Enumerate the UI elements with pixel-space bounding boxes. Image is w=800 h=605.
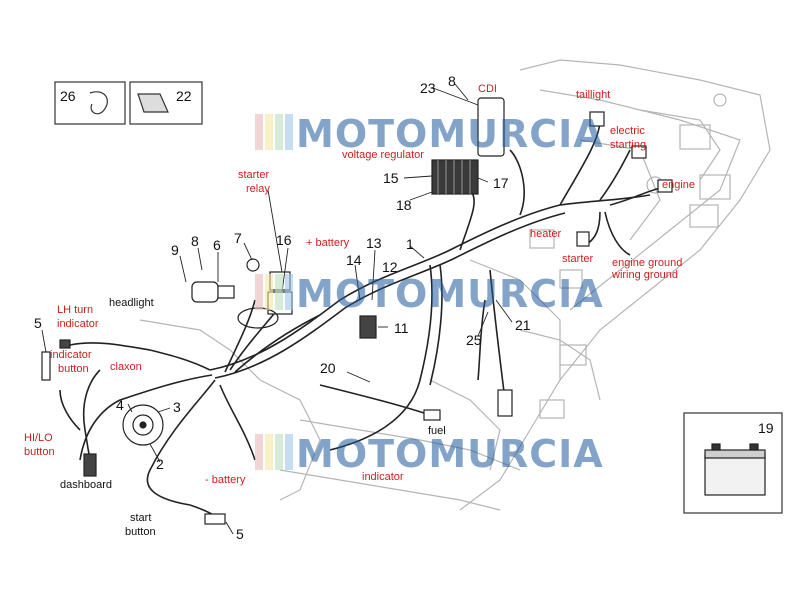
num-8-top: 8 (448, 73, 456, 89)
num-2: 2 (156, 456, 164, 472)
num-11: 11 (394, 320, 409, 336)
label-engine: engine (662, 179, 695, 191)
label-voltage-regulator: voltage regulator (342, 149, 424, 161)
clamp-part-26 (89, 91, 108, 115)
electric-starting-connector (631, 145, 647, 159)
num-7: 7 (234, 230, 242, 246)
label-taillight: taillight (576, 89, 610, 101)
clip-part-22 (137, 93, 169, 113)
label-electric: electric (610, 125, 645, 137)
num-22: 22 (176, 88, 192, 104)
label-claxon: claxon (110, 361, 142, 373)
label-starter: starter (562, 253, 594, 265)
label-engine-ground: engine ground (612, 257, 682, 269)
label-starting: starting (610, 139, 646, 151)
label-dashboard: dashboard (60, 479, 112, 491)
watermarks: MOTOMURCIA MOTOMURCIA MOTOMURCIA (255, 112, 604, 476)
label-starter-relay-1: starter (238, 169, 270, 181)
chassis-frame (139, 59, 771, 511)
starter-motor-part (191, 281, 279, 329)
watermark-text-3: MOTOMURCIA (296, 432, 604, 476)
label-heater: heater (530, 228, 562, 240)
num-25: 25 (466, 332, 482, 348)
leader-lines (41, 83, 513, 535)
num-18: 18 (396, 197, 412, 213)
taillight-connector (589, 111, 605, 127)
watermark-2: MOTOMURCIA (255, 272, 604, 316)
lh-turn-connector (59, 339, 71, 349)
label-indicator-button-2: button (58, 363, 89, 375)
component-labels: CDI voltage regulator taillight electric… (24, 83, 695, 538)
label-lh-indicator: indicator (57, 318, 99, 330)
claxon-horn (122, 404, 164, 446)
engine-connector (657, 179, 673, 193)
num-8-left: 8 (191, 233, 199, 249)
voltage-regulator (431, 159, 479, 195)
fuel-connector (423, 409, 441, 421)
label-fuel: fuel (428, 425, 446, 437)
label-lh-turn: LH turn (57, 304, 93, 316)
num-15: 15 (383, 170, 399, 186)
num-5-left: 5 (34, 315, 42, 331)
num-12: 12 (382, 259, 398, 275)
label-headlight: headlight (109, 297, 154, 309)
num-3: 3 (173, 399, 181, 415)
cdi-unit (477, 97, 505, 157)
num-19: 19 (758, 420, 774, 436)
num-14: 14 (346, 252, 362, 268)
num-21: 21 (515, 317, 531, 333)
num-5-bottom: 5 (236, 526, 244, 542)
label-start-1: start (130, 512, 151, 524)
num-16: 16 (276, 232, 292, 248)
label-hilo-1: HI/LO (24, 432, 53, 444)
label-indicator-button-1: indicator (50, 349, 92, 361)
num-13: 13 (366, 235, 382, 251)
label-wiring-ground: wiring ground (611, 269, 678, 281)
key-part (246, 258, 260, 272)
battery-inset (683, 412, 783, 514)
label-minus-battery: - battery (205, 474, 246, 486)
num-9: 9 (171, 242, 179, 258)
inset-26 (54, 81, 126, 125)
dashboard-connector (83, 453, 97, 477)
connector-11 (359, 315, 377, 339)
num-4: 4 (116, 397, 124, 413)
watermark-text-1: MOTOMURCIA (296, 112, 604, 156)
label-plus-battery: + battery (306, 237, 350, 249)
num-26: 26 (60, 88, 76, 104)
num-23: 23 (420, 80, 436, 96)
label-cdi: CDI (478, 83, 497, 95)
bulb-5a (41, 351, 51, 381)
part-numbers: 26 22 23 8 15 17 18 16 7 8 6 9 1 13 14 1… (34, 73, 774, 542)
heater-connector (576, 231, 590, 247)
watermark-3: MOTOMURCIA (255, 432, 604, 476)
label-starter-relay-2: relay (246, 183, 270, 195)
bulb-5b (204, 513, 226, 525)
watermark-1: MOTOMURCIA (255, 112, 604, 156)
num-1: 1 (406, 236, 414, 252)
sensor-21 (497, 389, 513, 417)
label-hilo-2: button (24, 446, 55, 458)
label-start-2: button (125, 526, 156, 538)
watermark-text-2: MOTOMURCIA (296, 272, 604, 316)
label-indicator: indicator (362, 471, 404, 483)
num-6: 6 (213, 237, 221, 253)
num-17: 17 (493, 175, 509, 191)
num-20: 20 (320, 360, 336, 376)
